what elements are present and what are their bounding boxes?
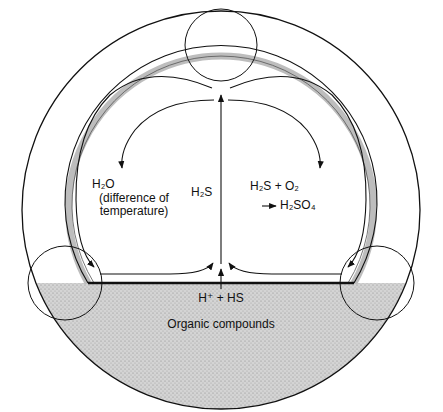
chemical-label: H₂O [92, 178, 132, 191]
pipe-wall [22, 11, 420, 409]
chemical-label: H⁺ + HS [171, 292, 271, 305]
sediment-region [36, 283, 406, 409]
chemical-label: H₂S + O₂ [250, 180, 316, 193]
corrosion-band [69, 56, 374, 283]
chemical-label: H₂S [191, 186, 217, 199]
chemical-label: (difference of temperature) [86, 192, 182, 218]
right-waterline-spot [340, 246, 414, 320]
chemical-label: H₂SO₄ [280, 199, 330, 212]
flow-arrows [76, 77, 366, 289]
left-waterline-spot [28, 246, 102, 320]
crown-spot [185, 9, 257, 81]
chemical-label: Organic compounds [141, 318, 301, 331]
inner-wall-edge [72, 56, 370, 283]
